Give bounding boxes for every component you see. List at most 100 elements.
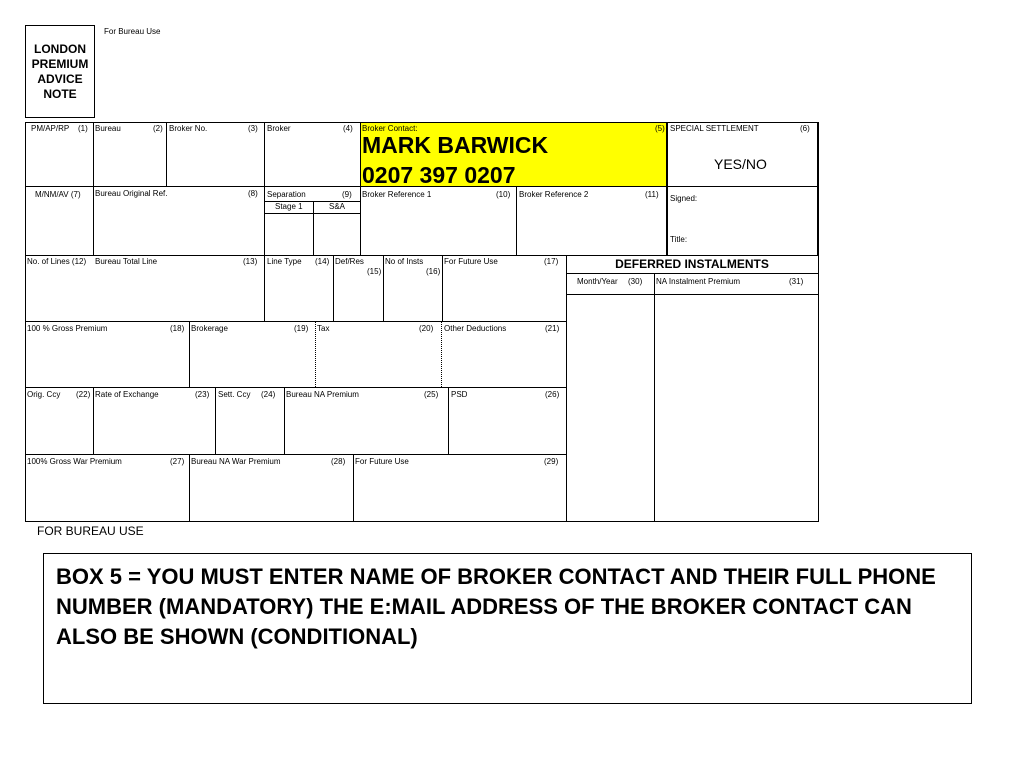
row-divider-1 bbox=[25, 186, 819, 187]
field-sett-ccy: Sett. Ccy bbox=[218, 390, 251, 399]
field-for-future-use-29: For Future Use bbox=[355, 457, 409, 466]
col-divider-other bbox=[441, 321, 442, 387]
field-for-future-use-29-number: (29) bbox=[544, 457, 559, 466]
form-title: LONDON PREMIUM ADVICE NOTE bbox=[31, 41, 89, 101]
field-for-future-use-17: For Future Use bbox=[444, 257, 498, 266]
field-gross-premium: 100 % Gross Premium bbox=[27, 324, 108, 333]
field-tax: Tax bbox=[317, 324, 330, 333]
col-divider-future bbox=[442, 255, 443, 321]
field-sett-ccy-number: (24) bbox=[261, 390, 276, 399]
field-broker-number: (4) bbox=[343, 124, 353, 133]
field-broker-reference-1-number: (10) bbox=[496, 190, 511, 199]
field-special-settlement: SPECIAL SETTLEMENT bbox=[670, 124, 759, 133]
field-bureau-na-war-premium-number: (28) bbox=[331, 457, 346, 466]
field-month-year: Month/Year bbox=[577, 277, 618, 286]
field-signed: Signed: bbox=[670, 194, 698, 203]
field-month-year-number: (30) bbox=[628, 277, 643, 286]
col-divider-bnawar bbox=[189, 454, 190, 522]
field-stage-1: Stage 1 bbox=[275, 202, 303, 211]
field-broker-no: Broker No. bbox=[169, 124, 208, 133]
field-broker-contact-number: (5) bbox=[655, 124, 665, 133]
field-broker-reference-2: Broker Reference 2 bbox=[519, 190, 589, 199]
field-gross-war-premium-number: (27) bbox=[170, 457, 185, 466]
field-line-type-number: (14) bbox=[315, 257, 330, 266]
field-orig-ccy-number: (22) bbox=[76, 390, 91, 399]
field-brokerage: Brokerage bbox=[191, 324, 228, 333]
for-bureau-use-bottom: FOR BUREAU USE bbox=[37, 524, 144, 538]
field-pmaprp-number: (1) bbox=[78, 124, 88, 133]
field-rate-of-exchange: Rate of Exchange bbox=[95, 390, 159, 399]
col-divider-psd bbox=[448, 387, 449, 454]
col-divider-ref bbox=[516, 186, 517, 255]
field-bureau-original-ref: Bureau Original Ref. bbox=[95, 189, 168, 198]
field-bureau-na-premium: Bureau NA Premium bbox=[286, 390, 359, 399]
field-no-of-insts: No of Insts bbox=[385, 257, 424, 266]
col-divider-deferred-inner bbox=[654, 273, 655, 522]
field-for-future-use-17-number: (17) bbox=[544, 257, 559, 266]
field-bureau-na-war-premium: Bureau NA War Premium bbox=[191, 457, 281, 466]
field-psd: PSD bbox=[451, 390, 468, 399]
broker-contact-highlight bbox=[360, 123, 667, 186]
broker-contact-name: MARK BARWICK bbox=[362, 132, 549, 158]
field-broker: Broker bbox=[267, 124, 291, 133]
special-settlement-yes-no: YES/NO bbox=[714, 156, 767, 172]
col-divider-sett bbox=[215, 387, 216, 454]
field-brokerage-number: (19) bbox=[294, 324, 309, 333]
field-na-instalment-premium: NA Instalment Premium bbox=[656, 277, 741, 286]
field-special-settlement-number: (6) bbox=[800, 124, 810, 133]
row-divider-4 bbox=[25, 387, 566, 388]
field-orig-ccy: Orig. Ccy bbox=[27, 390, 61, 399]
row-divider-3 bbox=[25, 321, 566, 322]
field-broker-contact: Broker Contact: bbox=[362, 124, 418, 133]
for-bureau-use-top: For Bureau Use bbox=[104, 27, 161, 36]
col-divider-a bbox=[93, 122, 94, 255]
deferred-instalments-title: DEFERRED INSTALMENTS bbox=[615, 257, 769, 271]
col-divider-deferred bbox=[566, 255, 567, 522]
field-gross-war-premium: 100% Gross War Premium bbox=[27, 457, 122, 466]
field-bureau-total-line: Bureau Total Line bbox=[95, 257, 158, 266]
field-line-type: Line Type bbox=[267, 257, 302, 266]
field-rate-of-exchange-number: (23) bbox=[195, 390, 210, 399]
field-broker-reference-1: Broker Reference 1 bbox=[362, 190, 432, 199]
field-mnmav: M/NM/AV (7) bbox=[35, 190, 81, 199]
field-bureau-total-line-number: (13) bbox=[243, 257, 258, 266]
col-divider-tax bbox=[315, 321, 316, 387]
field-title: Title: bbox=[670, 235, 688, 244]
field-bureau-original-ref-number: (8) bbox=[248, 189, 258, 198]
title-box: LONDON PREMIUM ADVICE NOTE bbox=[25, 25, 95, 118]
field-separation: Separation bbox=[267, 190, 306, 199]
field-pmaprp: PM/AP/RP bbox=[31, 124, 70, 133]
field-other-deductions: Other Deductions bbox=[444, 324, 507, 333]
deferred-header-divider bbox=[566, 273, 819, 274]
col-divider-e bbox=[666, 122, 668, 255]
col-divider-d bbox=[360, 122, 361, 255]
field-gross-premium-number: (18) bbox=[170, 324, 185, 333]
form-grid bbox=[25, 122, 819, 522]
col-divider-brokerage bbox=[189, 321, 190, 387]
field-na-instalment-premium-number: (31) bbox=[789, 277, 804, 286]
col-divider-b bbox=[166, 122, 167, 186]
field-psd-number: (26) bbox=[545, 390, 560, 399]
col-divider-stage bbox=[313, 201, 314, 255]
field-other-deductions-number: (21) bbox=[545, 324, 560, 333]
col-divider-bna bbox=[284, 387, 285, 454]
col-divider-roe bbox=[93, 387, 94, 454]
field-bureau: Bureau bbox=[95, 124, 121, 133]
field-bureau-number: (2) bbox=[153, 124, 163, 133]
field-sa: S&A bbox=[329, 202, 346, 211]
field-def-res: Def/Res bbox=[335, 257, 364, 266]
field-broker-no-number: (3) bbox=[248, 124, 258, 133]
col-divider-defres bbox=[333, 255, 334, 321]
col-divider-insts bbox=[383, 255, 384, 321]
row-divider-5 bbox=[25, 454, 566, 455]
special-settlement-right-border bbox=[817, 122, 819, 255]
row-divider-2 bbox=[25, 255, 819, 256]
instruction-note-box bbox=[43, 553, 972, 704]
field-no-of-insts-number: (16) bbox=[426, 267, 441, 276]
field-bureau-na-premium-number: (25) bbox=[424, 390, 439, 399]
field-tax-number: (20) bbox=[419, 324, 434, 333]
field-def-res-number: (15) bbox=[367, 267, 382, 276]
col-divider-c bbox=[264, 122, 265, 321]
field-broker-reference-2-number: (11) bbox=[645, 190, 659, 199]
instruction-note-text: BOX 5 = YOU MUST ENTER NAME OF BROKER CO… bbox=[56, 564, 936, 649]
